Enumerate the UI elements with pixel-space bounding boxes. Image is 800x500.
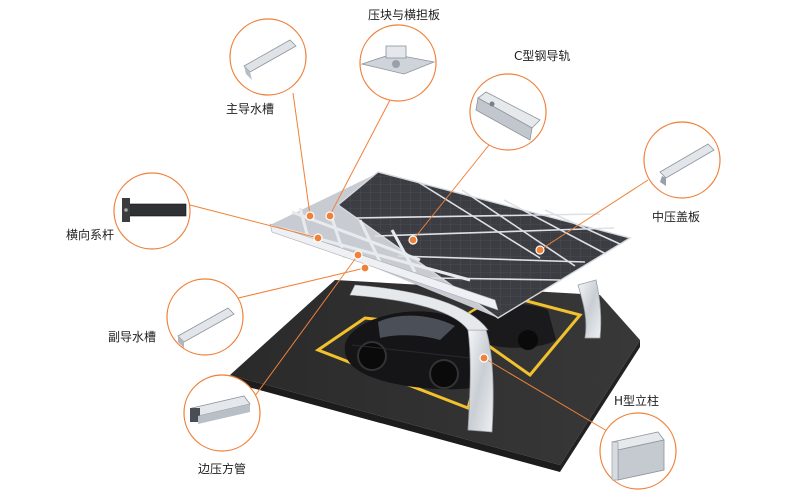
label-sub-gutter: 副导水槽	[108, 330, 157, 344]
callout-h-column	[599, 412, 677, 490]
label-c-rail: C型钢导轨	[514, 49, 571, 63]
label-tie-rod: 横向系杆	[66, 228, 115, 242]
callout-edge-tube	[183, 374, 261, 452]
callout-clamp-plate	[359, 24, 437, 102]
callout-mid-cover	[643, 121, 721, 199]
label-h-column: H型立柱	[614, 394, 660, 408]
callout-sub-gutter	[166, 278, 244, 356]
tie-rod-icon	[122, 198, 187, 222]
h-column-icon	[611, 431, 665, 481]
edge-square-tube-icon	[190, 395, 251, 424]
callout-c-rail	[469, 73, 547, 151]
label-mid-cover: 中压盖板	[652, 210, 701, 224]
main-gutter-profile-icon	[243, 39, 297, 80]
label-clamp-plate: 压块与横担板	[368, 8, 441, 22]
callout-tie-rod	[113, 172, 191, 250]
mid-clamp-cover-icon	[659, 143, 715, 186]
sub-gutter-profile-icon	[177, 307, 235, 348]
h-column-rear	[577, 279, 602, 339]
label-edge-tube: 边压方管	[198, 462, 247, 476]
attachment-dots	[305, 211, 545, 363]
label-main-gutter: 主导水槽	[226, 102, 275, 116]
leader-lines	[189, 92, 649, 435]
c-steel-rail-icon	[475, 91, 541, 141]
callout-main-gutter	[229, 18, 307, 96]
clamp-plate-icon	[360, 45, 436, 75]
roof-structure	[269, 171, 632, 319]
car-rear	[468, 303, 556, 350]
car-front	[344, 311, 492, 390]
